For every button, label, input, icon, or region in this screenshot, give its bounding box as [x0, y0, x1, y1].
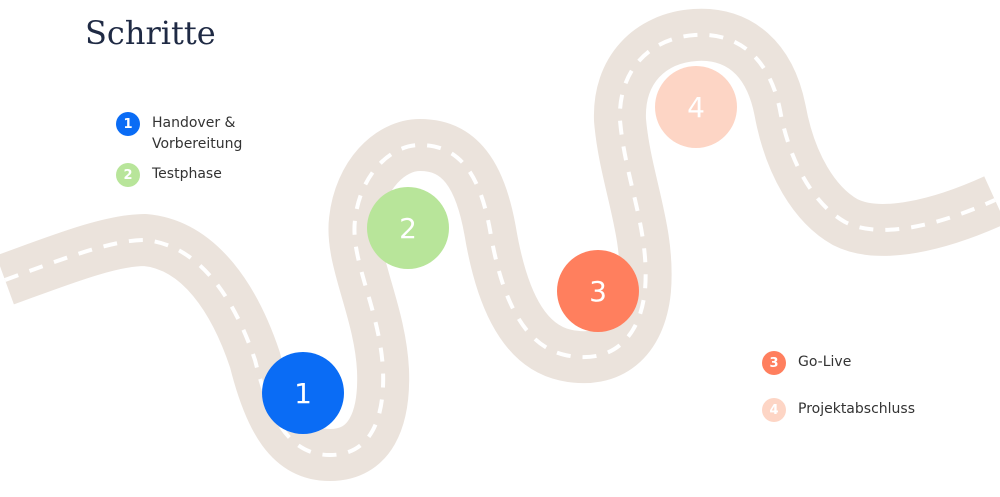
legend-dot-1-number: 1 [123, 116, 133, 132]
legend-dot-1: 1 [116, 112, 140, 136]
page-title: Schritte [85, 14, 216, 52]
legend-dot-4: 4 [762, 398, 786, 422]
legend-dot-3: 3 [762, 351, 786, 375]
milestone-4-number: 4 [687, 90, 705, 124]
legend-item-2: 2 Testphase [116, 163, 222, 187]
legend-dot-3-number: 3 [769, 355, 779, 371]
legend-label-4: Projektabschluss [798, 401, 915, 417]
legend-item-3: 3 Go-Live [762, 351, 851, 375]
milestone-4: 4 [655, 66, 737, 148]
legend-dot-2: 2 [116, 163, 140, 187]
legend-label-2: Testphase [152, 166, 222, 182]
legend-item-1: 1 Handover & Vorbereitung [116, 112, 262, 155]
milestone-1: 1 [262, 352, 344, 434]
legend-dot-2-number: 2 [123, 167, 133, 183]
milestone-2-number: 2 [399, 211, 417, 245]
milestone-3-number: 3 [589, 274, 607, 308]
milestone-2: 2 [367, 187, 449, 269]
milestone-1-number: 1 [294, 376, 312, 410]
milestone-3: 3 [557, 250, 639, 332]
legend-label-3: Go-Live [798, 354, 852, 370]
legend-label-1: Handover & Vorbereitung [152, 115, 243, 152]
legend-item-4: 4 Projektabschluss [762, 398, 915, 422]
legend-dot-4-number: 4 [769, 402, 779, 418]
road-surface [0, 8, 1000, 481]
